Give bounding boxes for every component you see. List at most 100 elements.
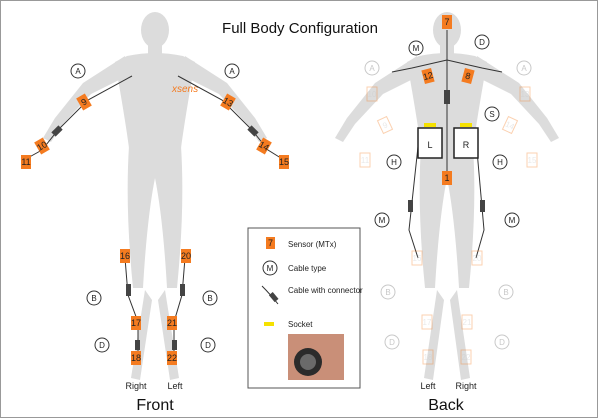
legend-connector-label: Cable with connector: [288, 286, 363, 295]
sensor-box: [501, 115, 519, 135]
callout-letter: A: [75, 67, 81, 76]
back-right-label: Right: [455, 381, 477, 391]
cable-callout: A: [224, 63, 240, 79]
sensor-number: 18: [424, 353, 433, 362]
cable-callout: B: [202, 290, 218, 306]
callout-circle: [408, 40, 424, 56]
battery-right-label: R: [463, 140, 470, 150]
sensor-number: 21: [463, 318, 472, 327]
sensor-number: 8: [464, 71, 471, 82]
sensor-marker: 22: [167, 351, 177, 365]
cable-callout: D: [200, 337, 216, 353]
sensor-number: 16: [120, 251, 130, 261]
sensor-marker: 16: [120, 249, 130, 263]
callout-letter: H: [497, 158, 503, 167]
callout-circle: [386, 154, 402, 170]
callout-circle: [224, 63, 240, 79]
sensor-box: [131, 316, 141, 330]
ghost-sensor: 22: [460, 349, 472, 365]
ghost-sensor: 18: [422, 349, 434, 365]
callout-circle: [516, 60, 532, 76]
ghost-sensor: 11: [359, 152, 371, 168]
sensor-number: 21: [167, 318, 177, 328]
callout-letter: B: [207, 294, 212, 303]
ghost-cable-callout: B: [498, 284, 514, 300]
callout-circle: [474, 34, 490, 50]
front-connectors: [51, 125, 259, 350]
cable-callout: M: [374, 212, 390, 228]
cable-callout: M: [504, 212, 520, 228]
ghost-sensor: 9: [376, 115, 394, 135]
socket-right: [460, 123, 472, 127]
sensor-number: 22: [462, 353, 471, 362]
sensor-box: [461, 314, 473, 330]
callout-letter: B: [503, 288, 508, 297]
callout-circle: [374, 212, 390, 228]
callout-circle: [494, 334, 510, 350]
sensor-box: [442, 171, 452, 185]
callout-letter: M: [509, 216, 516, 225]
legend: 7 Sensor (MTx) M Cable type Cable with c…: [247, 227, 363, 389]
sensor-number: 13: [221, 95, 235, 109]
sensor-number: 9: [79, 96, 88, 107]
sensor-number: 12: [422, 70, 434, 82]
legend-cable-icon: [262, 260, 278, 276]
ghost-sensor: 21: [461, 314, 473, 330]
sensor-box: [167, 351, 177, 365]
ghost-sensor: 13: [519, 86, 531, 102]
callout-circle: [200, 337, 216, 353]
callout-circle: [498, 284, 514, 300]
callout-letter: D: [99, 341, 105, 350]
sensor-number: 13: [521, 90, 530, 99]
legend-socket-label: Socket: [288, 320, 313, 329]
sensor-box: [256, 137, 272, 155]
legend-sensor-icon: [266, 237, 275, 249]
callout-letter: A: [521, 64, 527, 73]
front-view-label: Front: [136, 397, 174, 414]
callout-circle: [364, 60, 380, 76]
callout-letter: M: [379, 216, 386, 225]
sensor-number: 16: [413, 254, 422, 263]
sensor-number: 11: [21, 157, 30, 167]
sensor-box: [220, 93, 236, 111]
sensor-box: [421, 314, 433, 330]
legend-sensor-symbol: 7: [268, 238, 273, 248]
sensor-box: [376, 115, 394, 135]
callout-circle: [94, 337, 110, 353]
sensor-number: 14: [504, 119, 516, 131]
sensor-number: 17: [423, 318, 432, 327]
sensor-number: 18: [131, 353, 141, 363]
sensor-box: [359, 152, 371, 168]
callout-letter: A: [229, 67, 235, 76]
callout-circle: [492, 154, 508, 170]
sensor-box: [411, 250, 423, 266]
sensor-box: [421, 67, 435, 85]
battery-left: [417, 127, 443, 159]
callout-letter: A: [369, 64, 375, 73]
callout-letter: D: [205, 341, 211, 350]
sensor-marker: 9: [76, 93, 92, 111]
legend-cable-symbol: M: [267, 264, 274, 273]
back-view-label: Back: [428, 397, 465, 414]
sensor-box: [167, 316, 177, 330]
sensor-marker: 20: [181, 249, 191, 263]
front-right-label: Right: [125, 381, 147, 391]
cable-callout: D: [94, 337, 110, 353]
sensor-box: [366, 86, 378, 102]
diagram-title: Full Body Configuration: [222, 20, 378, 37]
cable-callout: M: [408, 40, 424, 56]
callout-letter: D: [479, 38, 485, 47]
sensor-box: [460, 349, 472, 365]
callout-letter: S: [489, 110, 494, 119]
sensor-marker: 7: [442, 15, 452, 29]
sensor-number: 10: [368, 90, 377, 99]
sensor-marker: 8: [461, 67, 475, 85]
sensor-marker: 12: [421, 67, 435, 85]
sensor-number: 9: [381, 120, 389, 130]
sensor-box: [526, 152, 538, 168]
xsens-logo: xsens: [171, 84, 198, 95]
